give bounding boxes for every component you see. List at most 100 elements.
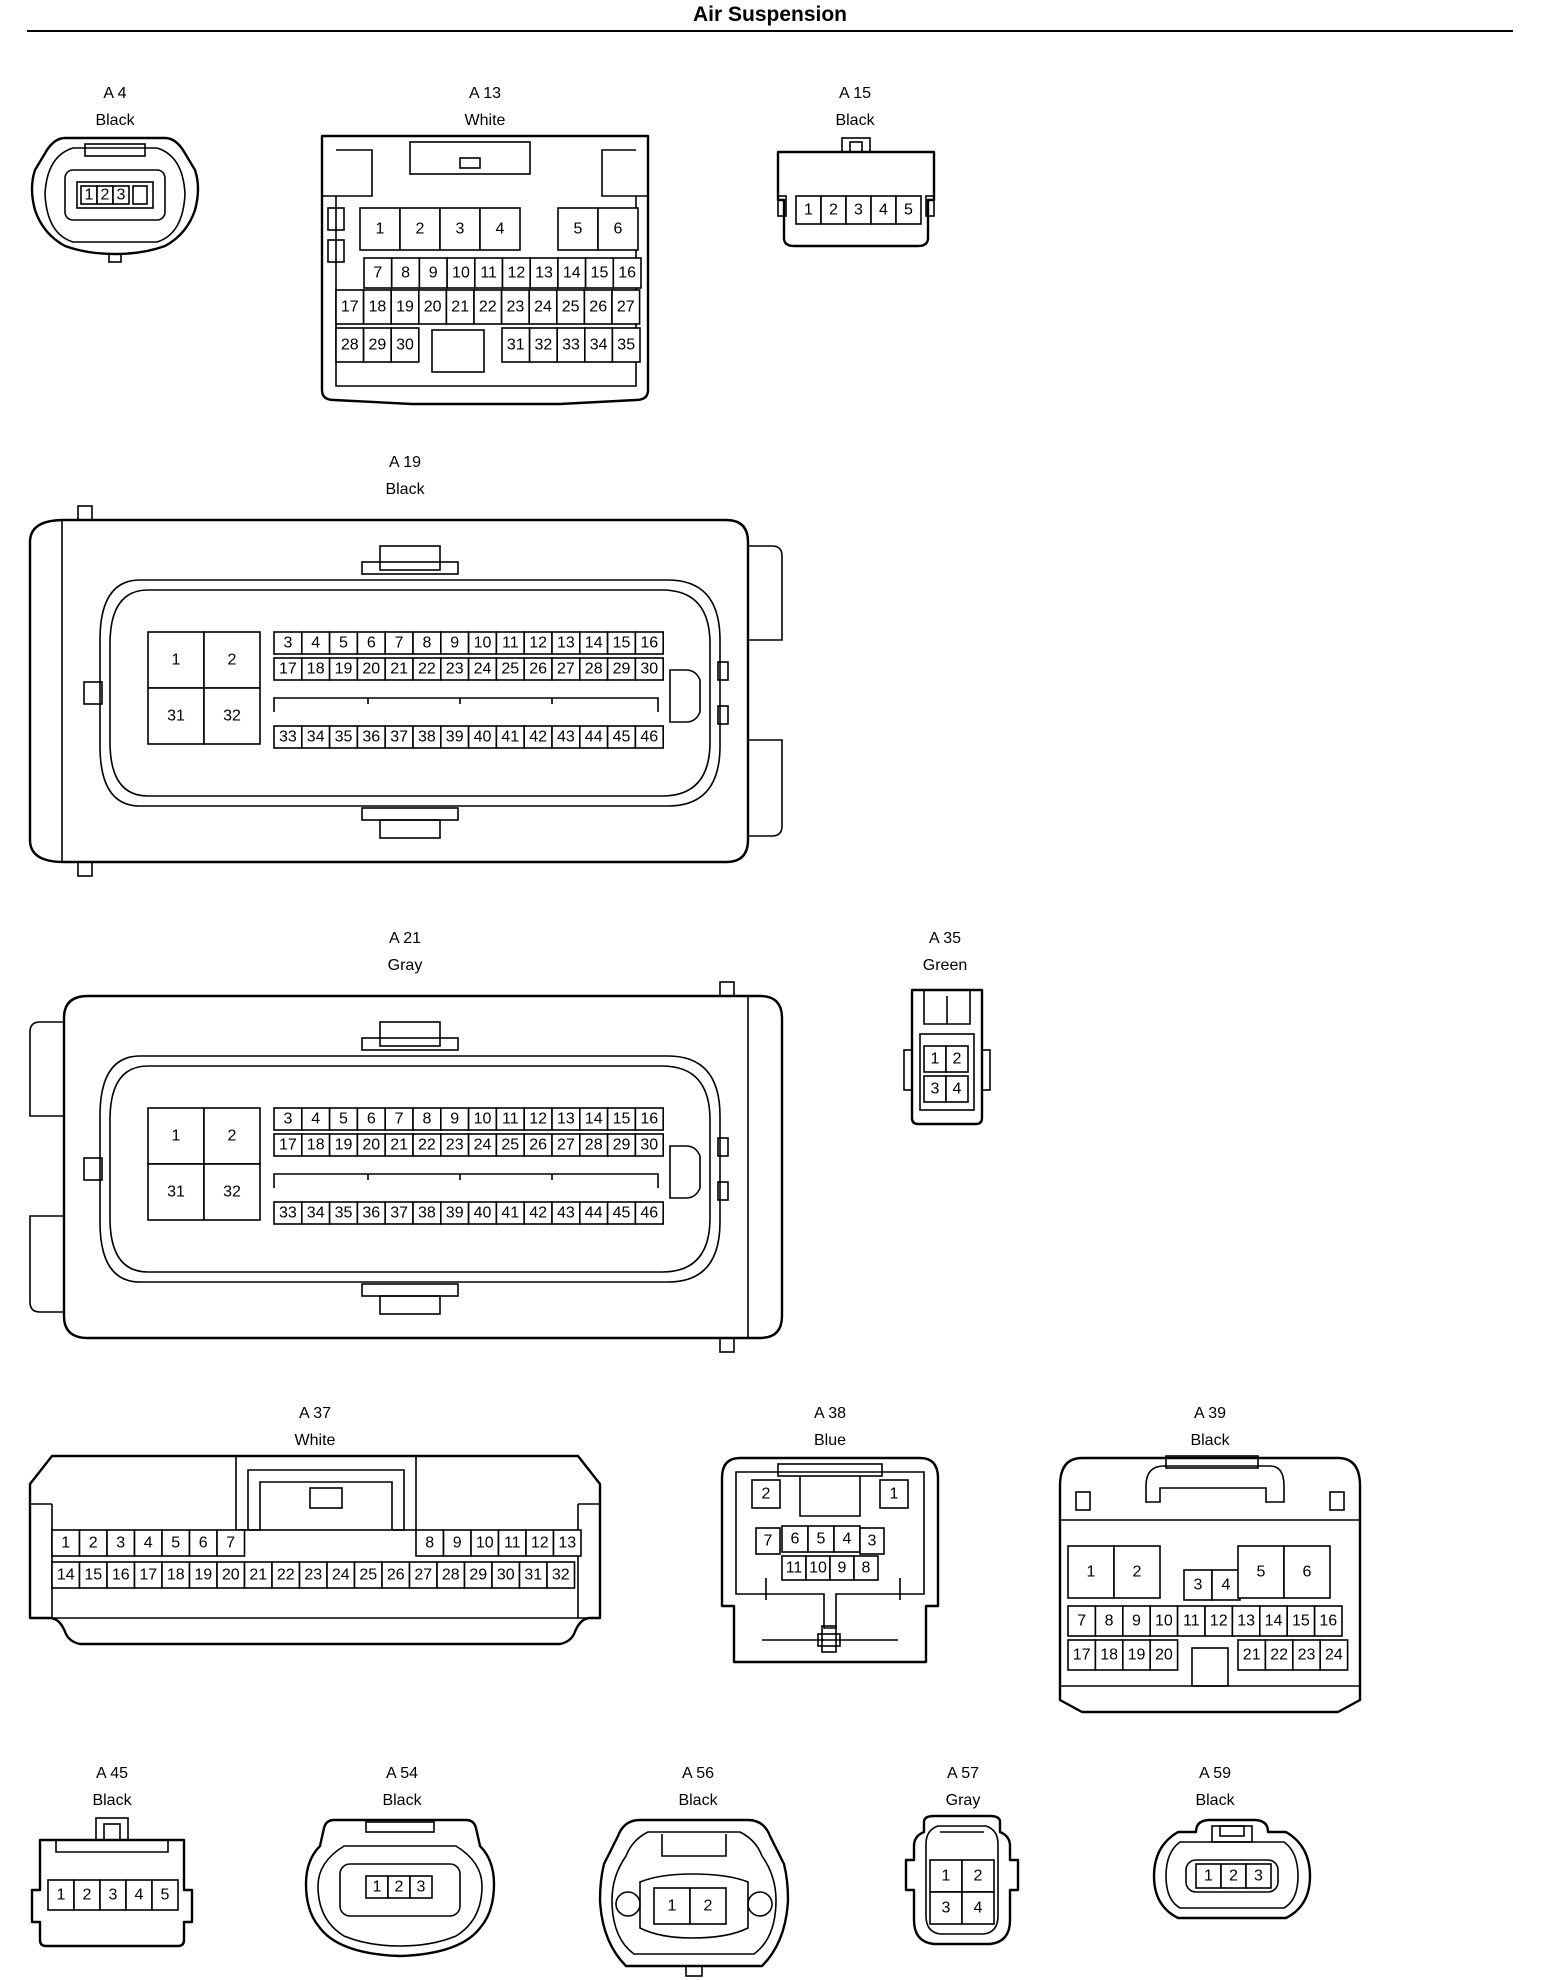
pin-cell <box>188 1529 218 1557</box>
pin-cell <box>409 1875 433 1899</box>
pin-cell <box>500 289 531 325</box>
pin-number: 33 <box>562 337 580 354</box>
pin-cell <box>51 1529 81 1557</box>
pin-number: 16 <box>640 635 658 652</box>
pin-number: 13 <box>557 635 575 652</box>
pin-number: 12 <box>1210 1613 1228 1630</box>
pin-number: 40 <box>474 729 492 746</box>
connector-color: Black <box>678 1792 718 1809</box>
pin-number: 25 <box>359 1567 377 1584</box>
pin-number: 32 <box>223 708 241 725</box>
pin-number: 7 <box>1077 1613 1086 1630</box>
pin-number: 2 <box>1229 1868 1238 1885</box>
pin-number: 25 <box>501 1137 519 1154</box>
pin-number: 10 <box>452 265 470 282</box>
pin-cell <box>634 1133 665 1157</box>
pin-number: 15 <box>84 1567 102 1584</box>
connector-color: White <box>464 112 506 129</box>
pin-number: 14 <box>1265 1613 1283 1630</box>
pin-number: 1 <box>1087 1564 1096 1581</box>
pin-number: 26 <box>589 299 607 316</box>
pin-number: 19 <box>335 1137 353 1154</box>
pin-number: 7 <box>373 265 382 282</box>
pin-cell <box>463 1561 493 1589</box>
pin-number: 38 <box>418 729 436 746</box>
pin-number: 22 <box>418 661 436 678</box>
connector-id: A 54 <box>385 1765 419 1782</box>
pin-cell <box>820 195 847 225</box>
pin-number: 20 <box>222 1567 240 1584</box>
pin-number: 6 <box>199 1535 208 1552</box>
pin-number: 12 <box>529 1111 547 1128</box>
pin-number: 7 <box>395 1111 404 1128</box>
pin-number: 18 <box>369 299 387 316</box>
pin-number: 42 <box>529 729 547 746</box>
pin-number: 39 <box>446 1205 464 1222</box>
pin-number: 37 <box>390 729 408 746</box>
pin-cell <box>1237 1639 1267 1671</box>
pin-number: 9 <box>450 635 459 652</box>
pin-number: 14 <box>585 635 603 652</box>
pin-cell <box>929 1891 963 1925</box>
pin-number: 4 <box>496 221 505 238</box>
pin-number: 5 <box>161 1887 170 1904</box>
pin-cell <box>1231 1605 1261 1637</box>
pin-number: 31 <box>167 1184 185 1201</box>
pin-cell <box>216 1529 246 1557</box>
pin-number: 4 <box>974 1900 983 1917</box>
pin-cell <box>528 327 558 363</box>
pin-cell <box>335 327 365 363</box>
pin-number: 11 <box>502 1111 519 1128</box>
pin-number: 20 <box>1155 1647 1173 1664</box>
pin-cell <box>1319 1639 1349 1671</box>
pin-number: 5 <box>574 221 583 238</box>
pin-number: 24 <box>474 1137 492 1154</box>
pin-number: 5 <box>904 202 913 219</box>
pin-cell <box>689 1887 727 1925</box>
pin-number: 3 <box>868 1533 877 1550</box>
pin-number: 2 <box>762 1486 771 1503</box>
pin-number: 11 <box>502 635 519 652</box>
pin-number: 41 <box>501 1205 519 1222</box>
connector-id: A 13 <box>468 85 502 102</box>
pin-number: 11 <box>786 1560 803 1577</box>
pin-number: 23 <box>446 661 464 678</box>
pin-cell <box>390 257 421 289</box>
pin-cell <box>611 289 641 325</box>
pin-cell <box>557 257 587 289</box>
pin-number: 21 <box>249 1567 267 1584</box>
pin-cell <box>961 1859 995 1893</box>
pin-cell <box>479 207 521 251</box>
pin-number: 18 <box>167 1567 185 1584</box>
pin-number: 8 <box>401 265 410 282</box>
pin-number: 12 <box>531 1535 549 1552</box>
pin-number: 13 <box>1237 1613 1255 1630</box>
pin-cell <box>781 1555 807 1581</box>
pin-number: 31 <box>507 337 525 354</box>
pin-cell <box>1113 1545 1161 1599</box>
pin-number: 15 <box>613 1111 631 1128</box>
pin-number: 35 <box>335 729 353 746</box>
pin-number: 2 <box>83 1887 92 1904</box>
pin-number: 19 <box>335 661 353 678</box>
pin-cell <box>611 327 641 363</box>
pin-number: 17 <box>1073 1647 1091 1664</box>
pin-number: 10 <box>474 635 492 652</box>
title-rule <box>27 30 1513 32</box>
pin-cell <box>203 1107 261 1165</box>
pin-number: 3 <box>283 1111 292 1128</box>
pin-number: 3 <box>116 1535 125 1552</box>
connector-id: A 37 <box>298 1405 332 1422</box>
pin-number: 22 <box>479 299 497 316</box>
pin-number: 9 <box>838 1560 847 1577</box>
pin-number: 27 <box>617 299 635 316</box>
pin-cell <box>751 1479 781 1509</box>
pin-cell <box>945 1075 969 1103</box>
pin-cell <box>1149 1639 1179 1671</box>
